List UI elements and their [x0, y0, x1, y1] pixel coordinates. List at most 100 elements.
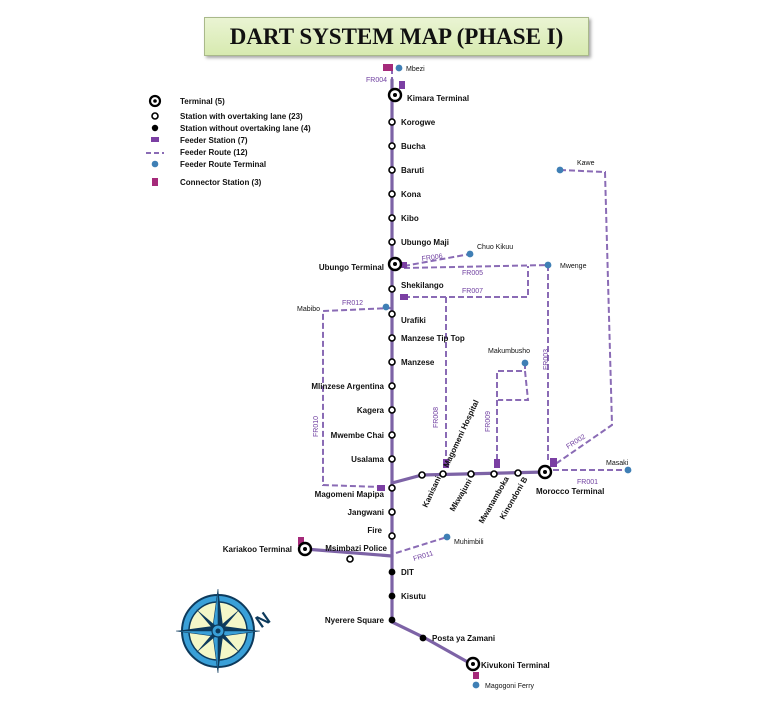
label-bucha: Bucha: [401, 142, 426, 151]
label-fr006: FR006: [421, 253, 443, 263]
label-chuo-kikuu: Chuo Kikuu: [477, 244, 513, 251]
label-manzese-tiptop: Manzese Tip Top: [401, 334, 465, 343]
label-posta: Posta ya Zamani: [432, 634, 495, 643]
station-urafiki: [388, 310, 396, 318]
legend-feeder-station-symbol: [151, 137, 159, 142]
label-baruti: Baruti: [401, 166, 424, 175]
legend-feeder-route-label: Feeder Route (12): [180, 148, 248, 157]
label-fr003: FR003: [543, 349, 550, 370]
route-fr002: [553, 169, 614, 466]
label-mwembe-chai: Mwembe Chai: [331, 431, 384, 440]
station-baruti: [388, 166, 396, 174]
label-magogoni: Magogoni Ferry: [485, 683, 535, 690]
legend-feeder-station-label: Feeder Station (7): [180, 136, 248, 145]
feeder-station-kimara: [399, 81, 405, 89]
label-ubungo-terminal: Ubungo Terminal: [319, 263, 384, 272]
feeder-terminal-mabibo: [382, 303, 390, 311]
label-fire: Fire: [367, 526, 382, 535]
station-mlinzese: [388, 382, 396, 390]
station-kinondoni: [514, 469, 522, 477]
label-manzese: Manzese: [401, 358, 435, 367]
label-kivukoni: Kivukoni Terminal: [481, 661, 550, 670]
station-dit: [388, 568, 396, 576]
route-fr009: [496, 370, 530, 460]
trunk-kariakoo-branch: [303, 547, 394, 558]
label-kibo: Kibo: [401, 214, 419, 223]
terminal-kariakoo: [297, 541, 313, 557]
legend-station-overtaking-symbol: [151, 112, 159, 120]
station-magomeni-hospital: [439, 470, 447, 478]
map-title: DART SYSTEM MAP (PHASE I): [204, 17, 589, 56]
legend: Terminal (5) Station with overtaking lan…: [146, 94, 311, 187]
label-fr001: FR001: [577, 479, 598, 486]
label-kimara: Kimara Terminal: [407, 94, 469, 103]
legend-feeder-terminal-label: Feeder Route Terminal: [180, 160, 266, 169]
feeder-terminal-magogoni: [472, 681, 480, 689]
feeder-station-magomeni: [377, 485, 385, 491]
station-mkwajuni: [467, 470, 475, 478]
station-usalama: [388, 455, 396, 463]
label-fr011: FR011: [413, 550, 435, 563]
label-mwenge: Mwenge: [560, 263, 587, 270]
station-korogwe: [388, 118, 396, 126]
station-kisutu: [388, 592, 396, 600]
station-kibo: [388, 214, 396, 222]
label-fr002: FR002: [565, 434, 587, 451]
connector-mbezi: [383, 64, 393, 71]
label-muhimbili: Muhimbili: [454, 539, 484, 546]
station-shekilango: [388, 285, 396, 293]
legend-station-no-overtaking-symbol: [151, 124, 159, 132]
feeder-station-kanisani: [443, 459, 449, 468]
route-fr010-fr012: [322, 307, 393, 488]
feeder-station-mkwajuni: [494, 459, 500, 468]
feeder-station-ubungo: [400, 262, 407, 268]
label-fr012: FR012: [342, 300, 363, 307]
label-mlinzese: Mlinzese Argentina: [311, 382, 384, 391]
terminal-morocco: [537, 464, 553, 480]
feeder-terminals: [382, 64, 632, 689]
station-bucha: [388, 142, 396, 150]
label-fr004: FR004: [366, 77, 387, 84]
label-kona: Kona: [401, 190, 422, 199]
legend-connector-label: Connector Station (3): [180, 178, 262, 187]
feeder-terminal-chuo-kikuu: [466, 250, 474, 258]
route-fr011: [395, 536, 448, 554]
label-jangwani: Jangwani: [348, 508, 384, 517]
connector-kariakoo: [298, 537, 304, 546]
label-kawe: Kawe: [577, 160, 595, 167]
terminal-kimara: [387, 87, 403, 103]
feeder-station-shekilango: [400, 294, 408, 300]
station-labels: Mbezi Kimara Terminal Korogwe Bucha Baru…: [223, 66, 629, 690]
stations-no-overtaking: [388, 568, 427, 642]
station-kona: [388, 190, 396, 198]
label-magomeni-hospital: Magomeni Hospital: [442, 399, 481, 469]
label-fr010: FR010: [313, 416, 320, 437]
label-kanisani: Kanisani: [421, 475, 443, 509]
label-kagera: Kagera: [357, 406, 385, 415]
terminal-ubungo: [387, 256, 403, 272]
feeder-station-morocco: [550, 458, 557, 467]
label-msimbazi: Msimbazi Police: [325, 544, 387, 553]
feeder-terminal-makumbusho: [521, 359, 529, 367]
label-mabibo: Mabibo: [297, 306, 320, 313]
label-fr009: FR009: [485, 411, 492, 432]
label-korogwe: Korogwe: [401, 118, 436, 127]
trunk-lines: [303, 78, 547, 667]
label-makumbusho: Makumbusho: [488, 348, 530, 355]
compass-north-letter: N: [252, 608, 274, 632]
feeder-terminal-mbezi: [395, 64, 403, 72]
label-usalama: Usalama: [351, 455, 384, 464]
legend-station-overtaking-label: Station with overtaking lane (23): [180, 112, 303, 121]
label-magomeni-mapipa: Magomeni Mapipa: [315, 490, 385, 499]
station-jangwani: [388, 508, 396, 516]
station-mwembe-chai: [388, 431, 396, 439]
feeder-terminal-masaki: [624, 466, 632, 474]
label-dit: DIT: [401, 568, 414, 577]
label-mkwajuni: Mkwajuni: [448, 477, 474, 513]
label-fr008: FR008: [433, 407, 440, 428]
station-mwanamboka: [490, 470, 498, 478]
station-fire: [388, 532, 396, 540]
label-morocco: Morocco Terminal: [536, 487, 604, 496]
station-ubungo-maji: [388, 238, 396, 246]
stations-overtaking: [346, 118, 522, 563]
